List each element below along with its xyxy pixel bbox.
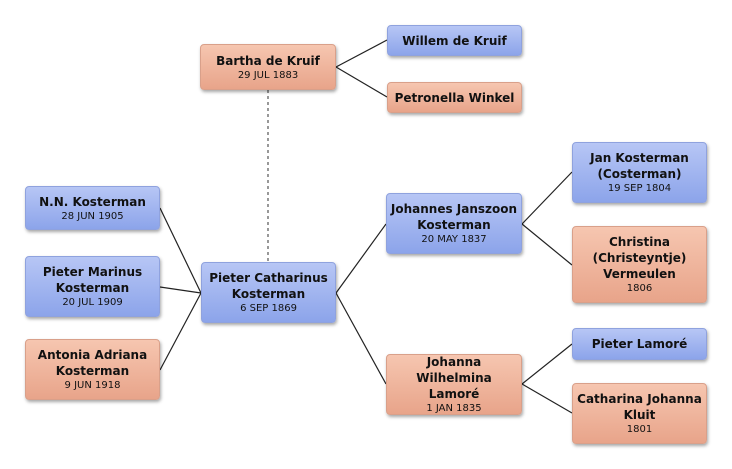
person-date: 1 JAN 1835 — [426, 403, 482, 414]
connector-nn-pieterc — [159, 207, 202, 294]
person-name: Pieter Lamoré — [591, 337, 688, 351]
connector-antonia-pieterc — [159, 292, 202, 371]
person-name: Pieter Marinus Kosterman — [42, 265, 143, 295]
connector-bartha-willem — [335, 39, 388, 68]
person-box-bartha-de-kruif[interactable]: Bartha de Kruif 29 JUL 1883 — [200, 44, 336, 90]
person-date: 20 MAY 1837 — [421, 234, 487, 245]
person-name: Jan Kosterman (Costerman) — [590, 151, 689, 181]
person-date: 29 JUL 1883 — [237, 69, 299, 81]
person-name: Pieter Catharinus Kosterman — [209, 271, 328, 301]
person-name: Antonia Adriana Kosterman — [37, 348, 148, 378]
person-date: 9 JUN 1918 — [64, 380, 121, 391]
connector-johannes-christina — [521, 223, 573, 266]
person-box-antonia-adriana-kosterman[interactable]: Antonia Adriana Kosterman 9 JUN 1918 — [25, 339, 160, 400]
person-box-jan-kosterman[interactable]: Jan Kosterman (Costerman) 19 SEP 1804 — [572, 142, 707, 203]
person-box-petronella-winkel[interactable]: Petronella Winkel — [387, 82, 522, 113]
connector-pieterc-johanna — [335, 292, 387, 385]
person-box-pieter-marinus-kosterman[interactable]: Pieter Marinus Kosterman 20 JUL 1909 — [25, 256, 160, 317]
person-box-willem-de-kruif[interactable]: Willem de Kruif — [387, 25, 522, 56]
person-box-nn-kosterman[interactable]: N.N. Kosterman 28 JUN 1905 — [25, 186, 160, 230]
connector-pieterc-johannes — [335, 223, 387, 294]
person-box-pieter-catharinus-kosterman[interactable]: Pieter Catharinus Kosterman 6 SEP 1869 — [201, 262, 336, 323]
connector-pieterm-pieterc — [159, 286, 202, 294]
connector-bartha-petronella — [335, 66, 388, 98]
person-date: 1801 — [626, 424, 653, 435]
person-box-pieter-lamore[interactable]: Pieter Lamoré — [572, 328, 707, 360]
person-name: Johannes Janszoon Kosterman — [390, 202, 518, 232]
person-box-johannes-janszoon-kosterman[interactable]: Johannes Janszoon Kosterman 20 MAY 1837 — [386, 193, 522, 254]
person-date: 28 JUN 1905 — [61, 210, 124, 222]
person-name: Johanna Wilhelmina Lamoré — [416, 355, 492, 401]
connector-johanna-catharina — [521, 383, 573, 414]
person-date: 19 SEP 1804 — [607, 183, 672, 194]
person-box-christina-vermeulen[interactable]: Christina (Christeyntje) Vermeulen 1806 — [572, 226, 707, 303]
connector-johanna-pieterl — [521, 343, 573, 385]
person-date: 20 JUL 1909 — [62, 297, 123, 308]
person-name: Petronella Winkel — [394, 90, 515, 105]
person-name: N.N. Kosterman — [39, 194, 146, 209]
person-name: Catharina Johanna Kluit — [577, 392, 702, 422]
person-date: 6 SEP 1869 — [240, 303, 297, 314]
person-box-johanna-wilhelmina-lamore[interactable]: Johanna Wilhelmina Lamoré 1 JAN 1835 — [386, 354, 522, 415]
connector-johannes-jan — [521, 171, 573, 225]
person-name: Christina (Christeyntje) Vermeulen — [592, 235, 687, 281]
person-box-catharina-johanna-kluit[interactable]: Catharina Johanna Kluit 1801 — [572, 383, 707, 444]
person-name: Willem de Kruif — [402, 33, 507, 48]
person-name: Bartha de Kruif — [216, 53, 320, 68]
person-date: 1806 — [626, 283, 653, 294]
